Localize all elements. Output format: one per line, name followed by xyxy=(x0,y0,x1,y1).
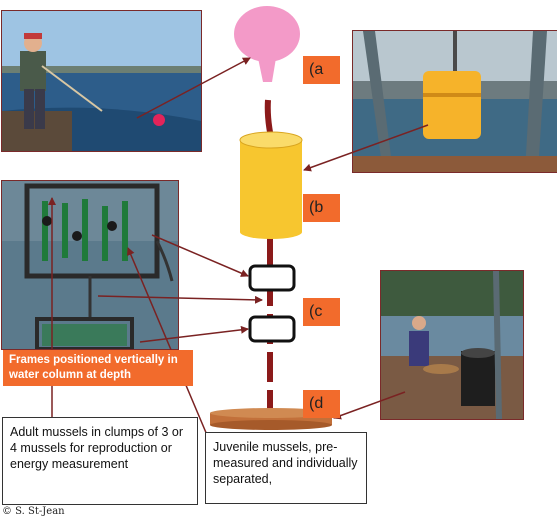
label-c: (c xyxy=(303,298,340,326)
photo-float-lift xyxy=(352,30,557,173)
photo-drum-image xyxy=(381,271,523,419)
photo-buoy-image xyxy=(2,11,201,151)
photo-deck-drum xyxy=(380,270,524,420)
photo-buoy-deployment xyxy=(1,10,202,152)
photo-float-image xyxy=(353,31,557,172)
caption-adult-mussels: Adult mussels in clumps of 3 or 4 mussel… xyxy=(2,417,198,505)
label-a: (a xyxy=(303,56,340,84)
frame-lower xyxy=(248,315,296,343)
arrow-frame-lower xyxy=(139,325,249,343)
caption-juvenile-mussels: Juvenile mussels, pre-measured and indiv… xyxy=(205,432,367,504)
anchor-disc xyxy=(210,408,332,430)
arrow-frame-upper xyxy=(151,234,249,277)
rope-top xyxy=(264,99,273,133)
frame-upper xyxy=(248,264,296,292)
arrow-juvenile-mussels xyxy=(127,247,208,436)
arrow-buoy xyxy=(136,57,251,119)
arrow-disc xyxy=(333,391,406,420)
float-cylinder xyxy=(239,131,303,239)
caption-frames: Frames positioned vertically in water co… xyxy=(3,350,193,386)
photo-credit: © S. St-Jean xyxy=(2,506,65,517)
label-b: (b xyxy=(303,194,340,222)
label-d: (d xyxy=(303,390,340,418)
buoy-shape xyxy=(234,6,300,82)
arrow-float xyxy=(303,124,429,172)
arrow-rope xyxy=(97,295,263,304)
photo-mussel-frames xyxy=(1,180,179,350)
photo-frames-image xyxy=(2,181,178,349)
